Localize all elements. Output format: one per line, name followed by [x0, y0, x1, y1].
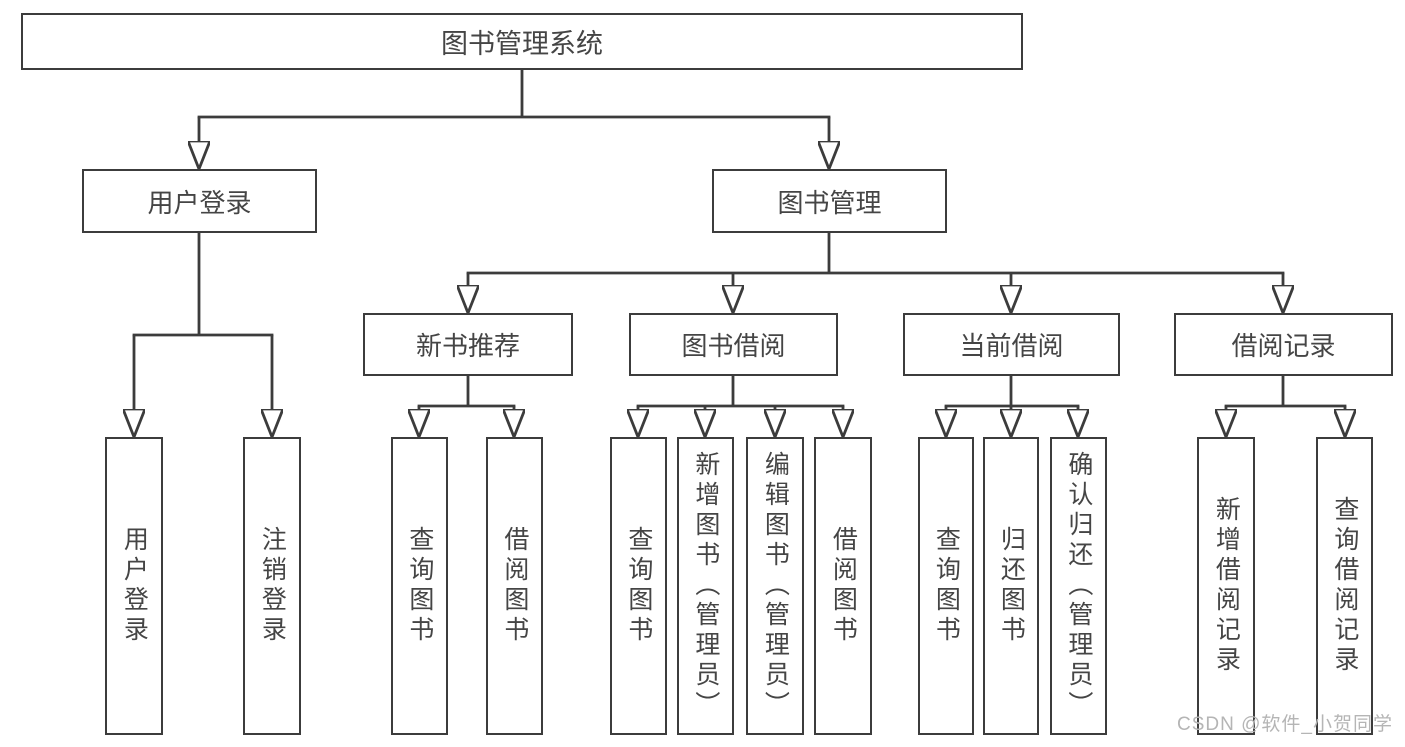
leaf-current-confirm-return-admin: 确认归还（管理员）	[1050, 437, 1107, 735]
leaf-newbooks-borrow: 借阅图书	[486, 437, 543, 735]
leaf-label: 查询图书	[624, 526, 653, 646]
node-label: 图书管理系统	[441, 29, 603, 59]
node-label: 图书借阅	[681, 331, 786, 361]
leaf-label: 新增借阅记录	[1212, 496, 1241, 676]
leaf-label: 借阅图书	[500, 526, 529, 646]
node-borrow-records: 借阅记录	[1174, 313, 1393, 376]
leaf-newbooks-query: 查询图书	[391, 437, 448, 735]
leaf-borrow-query-books: 查询图书	[610, 437, 667, 735]
leaf-user-login: 用户登录	[105, 437, 163, 735]
leaf-label: 编辑图书（管理员）	[761, 451, 790, 721]
leaf-label: 查询图书	[932, 526, 961, 646]
node-book-management: 图书管理	[712, 169, 947, 233]
leaf-records-query: 查询借阅记录	[1316, 437, 1373, 735]
leaf-label: 归还图书	[997, 526, 1026, 646]
node-label: 用户登录	[147, 187, 252, 218]
node-label: 图书管理	[777, 187, 882, 218]
csdn-watermark: CSDN @软件_小贺同学	[1177, 714, 1393, 735]
node-book-borrow: 图书借阅	[629, 313, 838, 376]
leaf-borrow-add-books-admin: 新增图书（管理员）	[677, 437, 734, 735]
leaf-current-return-books: 归还图书	[983, 437, 1039, 735]
leaf-label: 借阅图书	[829, 526, 858, 646]
node-label: 当前借阅	[959, 331, 1064, 361]
leaf-records-add: 新增借阅记录	[1197, 437, 1255, 735]
leaf-logout: 注销登录	[243, 437, 301, 735]
leaf-borrow-borrow-books: 借阅图书	[814, 437, 872, 735]
leaf-label: 用户登录	[120, 526, 149, 646]
leaf-label: 确认归还（管理员）	[1064, 451, 1093, 721]
node-label: 借阅记录	[1231, 331, 1336, 361]
leaf-label: 新增图书（管理员）	[691, 451, 720, 721]
node-root-system: 图书管理系统	[21, 13, 1023, 70]
leaf-label: 查询借阅记录	[1330, 496, 1359, 676]
leaf-borrow-edit-books-admin: 编辑图书（管理员）	[746, 437, 804, 735]
node-user-login: 用户登录	[82, 169, 317, 233]
node-label: 新书推荐	[415, 331, 520, 361]
node-new-book-recommend: 新书推荐	[363, 313, 573, 376]
leaf-current-query-books: 查询图书	[918, 437, 974, 735]
leaf-label: 注销登录	[258, 526, 287, 646]
node-current-borrow: 当前借阅	[903, 313, 1120, 376]
leaf-label: 查询图书	[405, 526, 434, 646]
